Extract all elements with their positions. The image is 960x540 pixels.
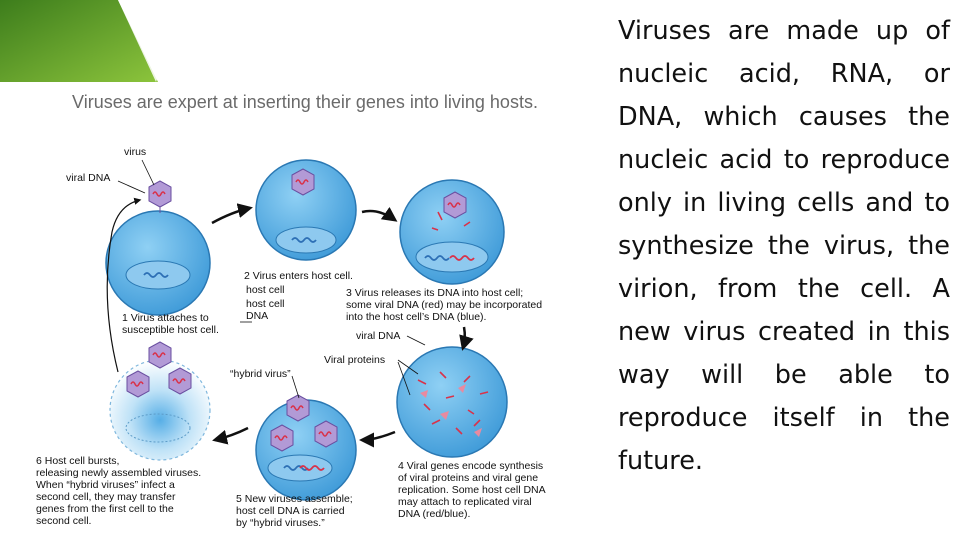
virus-life-cycle-diagram xyxy=(105,159,508,501)
cell-step6-burst xyxy=(109,341,211,461)
diagram-title: Viruses are expert at inserting their ge… xyxy=(72,92,538,112)
corner-accent xyxy=(0,0,160,82)
cell-step1 xyxy=(105,180,211,316)
cycle-arrows xyxy=(106,197,474,448)
label-step6: 6 Host cell bursts, releasing newly asse… xyxy=(36,455,202,527)
label-step1: 1 Virus attaches to susceptible host cel… xyxy=(122,312,219,336)
label-step4: 4 Viral genes encode synthesis of viral … xyxy=(398,460,546,520)
body-text: Viruses are made up of nucleic acid, RNA… xyxy=(618,16,950,476)
label-viral-dna-mid: viral DNA xyxy=(356,330,401,342)
label-viral-dna-top: viral DNA xyxy=(66,172,111,184)
label-viral-proteins: Viral proteins xyxy=(324,354,386,366)
label-step3: 3 Virus releases its DNA into host cell;… xyxy=(346,287,543,323)
label-hybrid-virus: “hybrid virus” xyxy=(230,368,291,380)
cell-step4 xyxy=(396,346,508,458)
label-host-cell-dna: host cell DNA xyxy=(246,298,285,322)
label-virus: virus xyxy=(124,146,147,158)
leader-lines xyxy=(117,159,426,399)
cell-step2 xyxy=(255,159,357,261)
label-host-cell: host cell xyxy=(246,284,285,296)
label-step2: 2 Virus enters host cell. xyxy=(244,270,353,282)
label-step5: 5 New viruses assemble; host cell DNA is… xyxy=(236,493,353,529)
cell-step3 xyxy=(399,179,505,285)
cell-step5 xyxy=(255,394,357,501)
